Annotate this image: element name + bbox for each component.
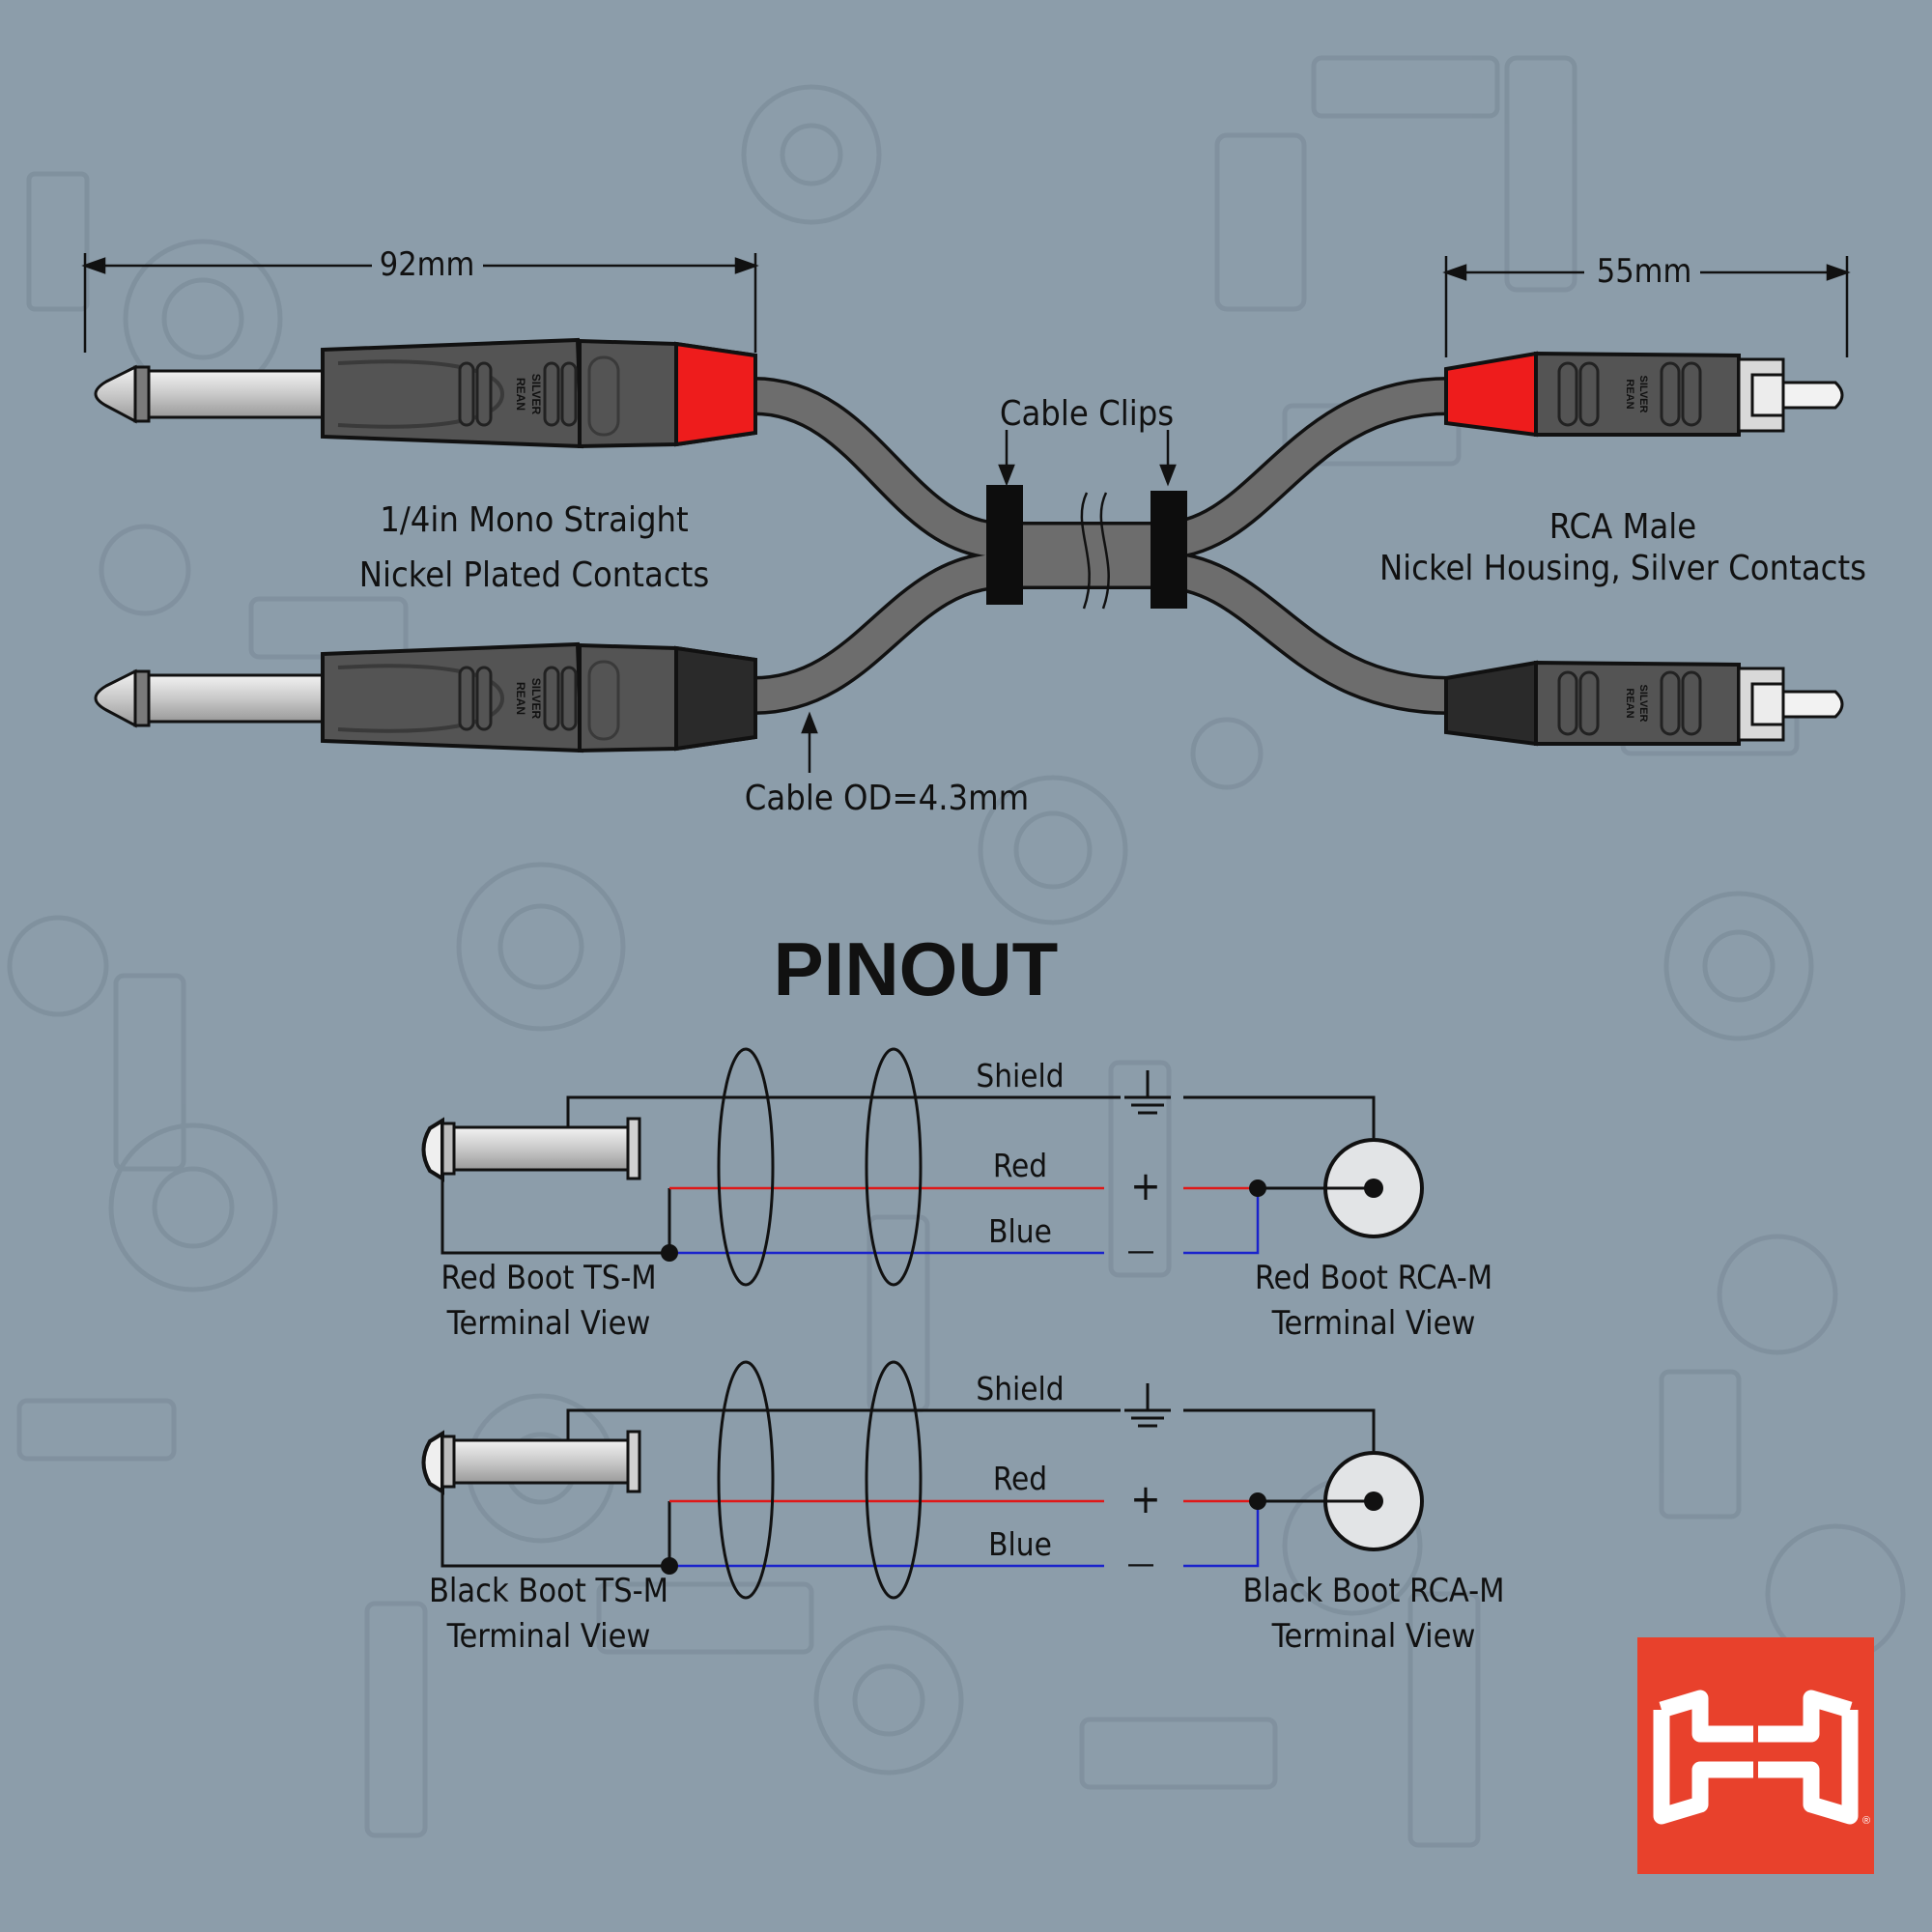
label-minus: —	[1127, 1232, 1155, 1268]
wire-blue-rca	[1183, 1501, 1260, 1568]
ts-desc-line1: 1/4in Mono Straight	[380, 500, 689, 540]
rca-desc-line1: RCA Male	[1549, 507, 1697, 547]
ts-terminal-label-line2: Terminal View	[446, 1304, 651, 1343]
label-blue: Blue	[988, 1212, 1052, 1250]
ts-terminal-label-line1: Red Boot TS-M	[440, 1259, 656, 1297]
pinout-row-black-boot: Shield Red Blue + — Black Boot TS-M Term…	[421, 1360, 1505, 1656]
dimension-ts-label: 92mm	[380, 245, 475, 284]
cable-clip-right	[1151, 491, 1187, 609]
pinout-title: PINOUT	[774, 926, 1059, 1011]
shield-braid-icon	[717, 1047, 923, 1287]
dimension-rca-length	[1442, 256, 1851, 357]
label-red: Red	[993, 1460, 1047, 1497]
label-blue: Blue	[988, 1525, 1052, 1563]
ts-brand-line2: SILVER	[529, 678, 543, 720]
rca-brand-line1: REAN	[1624, 688, 1635, 718]
ts-plug-red-boot: REAN SILVER	[94, 337, 757, 449]
rca-plug-black-boot: REAN SILVER	[1444, 660, 1844, 747]
rca-terminal-label-line2: Terminal View	[1271, 1304, 1476, 1343]
label-shield: Shield	[976, 1370, 1064, 1407]
background-pattern	[7, 55, 1906, 1848]
ts-brand-line1: REAN	[514, 682, 527, 715]
label-shield: Shield	[976, 1057, 1064, 1094]
cable-clips-arrows	[998, 430, 1177, 487]
cable-od-label: Cable OD=4.3mm	[745, 779, 1029, 818]
label-plus: +	[1130, 1162, 1161, 1209]
ts-terminal-icon	[421, 1117, 641, 1182]
cable-clips-label: Cable Clips	[1000, 394, 1174, 434]
cable-od-arrow	[801, 711, 818, 773]
cable-clip-left	[986, 485, 1023, 605]
rca-terminal-label-line2: Terminal View	[1271, 1617, 1476, 1656]
label-red: Red	[993, 1147, 1047, 1184]
label-plus: +	[1130, 1475, 1161, 1522]
pinout-row-red-boot: Shield Red Blue + — Red Boot TS-M Termin…	[421, 1047, 1492, 1343]
ts-terminal-label-line2: Terminal View	[446, 1617, 651, 1656]
ts-desc-line2: Nickel Plated Contacts	[359, 555, 709, 595]
dimension-ts-length	[81, 253, 759, 353]
rca-terminal-label-line1: Red Boot RCA-M	[1255, 1259, 1492, 1297]
hosa-logo-icon	[1653, 1690, 1859, 1825]
ground-icon	[1124, 1383, 1171, 1428]
cable-break-mark	[1080, 492, 1110, 610]
rca-brand-line1: REAN	[1624, 379, 1635, 409]
ts-terminal-label-line1: Black Boot TS-M	[429, 1572, 668, 1610]
logo-registered-mark: ®	[1862, 1815, 1870, 1827]
rca-brand-line2: SILVER	[1637, 685, 1649, 723]
ground-icon	[1124, 1070, 1171, 1115]
rca-plug-red-boot: REAN SILVER	[1444, 351, 1844, 438]
dimension-rca-label: 55mm	[1597, 252, 1692, 291]
hosa-logo: ®	[1637, 1637, 1874, 1874]
solder-point	[661, 1244, 678, 1262]
rca-terminal-label-line1: Black Boot RCA-M	[1242, 1572, 1504, 1610]
logo-background	[1637, 1637, 1874, 1874]
shield-braid-icon	[717, 1360, 923, 1600]
ts-plug-black-boot: REAN SILVER	[94, 641, 757, 753]
wire-blue-rca	[1183, 1188, 1260, 1255]
rca-desc-line2: Nickel Housing, Silver Contacts	[1379, 549, 1866, 588]
solder-point	[661, 1557, 678, 1575]
rca-brand-line2: SILVER	[1637, 376, 1649, 413]
ts-brand-line2: SILVER	[529, 374, 543, 415]
ts-terminal-icon	[421, 1430, 641, 1495]
label-minus: —	[1127, 1545, 1155, 1581]
ts-brand-line1: REAN	[514, 378, 527, 411]
